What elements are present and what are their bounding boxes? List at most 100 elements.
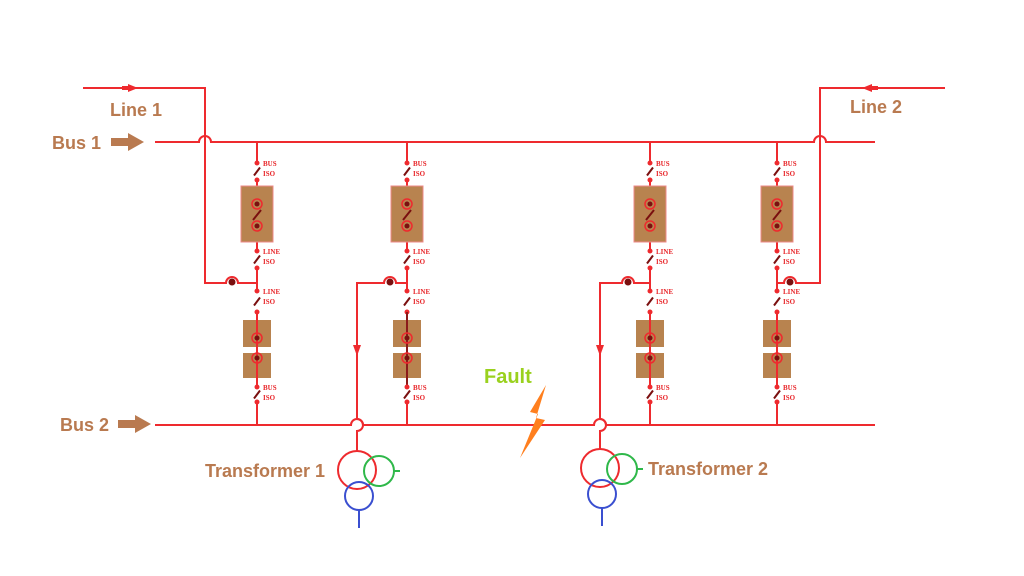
- bus2-arrow-icon: [118, 415, 151, 433]
- bay1-upper-breaker: [240, 185, 274, 243]
- bus1-label: Bus 1: [52, 133, 101, 153]
- bay4-breaker-terminal: [774, 355, 780, 361]
- bay1-lower-line-isolator-contact: [254, 288, 260, 294]
- bay3-upper-line-isolator-label: LINE: [656, 248, 673, 256]
- transformer1-primary-winding: [337, 450, 377, 490]
- bay2-upper-line-isolator-label: ISO: [413, 258, 426, 266]
- transformers: [337, 448, 643, 528]
- bay3-upper-line-isolator-label: ISO: [656, 258, 669, 266]
- line2-direction-arrow-icon: [862, 84, 872, 92]
- bay3-upper-bus-isolator-label: BUS: [656, 160, 670, 168]
- bay2-upper-line-isolator-blade: [403, 254, 411, 265]
- bus1-arrow-icon: [111, 133, 144, 151]
- bay1-lower-bus-isolator-label: BUS: [263, 384, 277, 392]
- bay1-upper-line-isolator-contact: [254, 265, 260, 271]
- bay4-lower-bus-isolator-contact: [774, 384, 780, 390]
- bay3-upper-line-isolator-blade: [646, 254, 654, 265]
- bay3-breaker-terminal: [647, 201, 653, 207]
- bay4-breaker-terminal: [771, 332, 783, 344]
- bay4-lower-line-isolator-label: ISO: [783, 298, 796, 306]
- bay2-upper-line-isolator-contact: [404, 265, 410, 271]
- bay3-breaker-blade: [645, 209, 655, 221]
- bay2-lower-bus-isolator-blade: [403, 389, 411, 400]
- bay1-upper-line-isolator-label: LINE: [263, 248, 280, 256]
- bay3-upper-line-isolator-contact: [647, 248, 653, 254]
- bay2-upper-bus-isolator-label: ISO: [413, 170, 426, 178]
- bay2-lower-line-isolator-label: ISO: [413, 298, 426, 306]
- bay1-breaker-terminal: [251, 352, 263, 364]
- bay3-lower-line-isolator-label: ISO: [656, 298, 669, 306]
- bay4-upper-line-isolator-label: ISO: [783, 258, 796, 266]
- bay4-upper-line-isolator-contact: [774, 248, 780, 254]
- transformer2-label: Transformer 2: [648, 459, 768, 479]
- bay3-breaker-terminal: [644, 352, 656, 364]
- bay2-lower-bus-isolator-contact: [404, 399, 410, 405]
- bay4-lower-bus-isolator-blade: [773, 389, 781, 400]
- bay1-breaker-terminal: [251, 332, 263, 344]
- bay2-lower-bus-isolator-contact: [404, 384, 410, 390]
- bay2-upper-line-isolator-contact: [404, 248, 410, 254]
- bay3-lower-bus-isolator-contact: [647, 384, 653, 390]
- line1-direction-arrow-icon: [128, 84, 138, 92]
- bay3-lower-bus-isolator-label: BUS: [656, 384, 670, 392]
- tap-point: [386, 278, 394, 286]
- bay3-lower-bus-isolator-label: ISO: [656, 394, 669, 402]
- transformer2-feeder: [599, 276, 650, 449]
- bay1-breaker-terminal: [254, 355, 260, 361]
- bay1-lower-bus-isolator-label: ISO: [263, 394, 276, 402]
- bay4-breaker-terminal: [771, 220, 783, 232]
- bay4-upper-bus-isolator-label: BUS: [783, 160, 797, 168]
- bay3-breaker-terminal: [644, 332, 656, 344]
- bus2-label: Bus 2: [60, 415, 109, 435]
- line1-direction-marker: [122, 86, 130, 90]
- bay1-lower-bus-isolator-contact: [254, 384, 260, 390]
- fault-lightning-icon: [520, 385, 546, 458]
- line1-label: Line 1: [110, 100, 162, 120]
- bay3-lower-line-isolator-label: LINE: [656, 288, 673, 296]
- tap-point: [228, 278, 236, 286]
- bay2-breaker-terminal: [404, 223, 410, 229]
- bay2-upper-bus-isolator-label: BUS: [413, 160, 427, 168]
- bay2-breaker-terminal: [404, 201, 410, 207]
- bay1-upper-bus-isolator-contact: [254, 177, 260, 183]
- bay4-breaker-terminal: [771, 352, 783, 364]
- bay1-upper-bus-isolator-label: BUS: [263, 160, 277, 168]
- bay1-upper-bus-isolator-contact: [254, 160, 260, 166]
- transformer2-primary-winding: [580, 448, 620, 488]
- bay4-lower-bus-isolator-label: ISO: [783, 394, 796, 402]
- bay2-breaker-terminal: [401, 352, 413, 364]
- bay2-lower-line-isolator-blade: [403, 296, 411, 307]
- bay3-lower-line-isolator-blade: [646, 296, 654, 307]
- line1-conductor: [83, 87, 257, 284]
- bay1-breaker-blade: [252, 209, 262, 221]
- bay2-breaker-terminal: [404, 355, 410, 361]
- bay3-lower-line-isolator-contact: [647, 288, 653, 294]
- bay3-lower-bus-isolator-contact: [647, 399, 653, 405]
- bay4-breaker-terminal: [774, 223, 780, 229]
- tap-point: [786, 278, 794, 286]
- bay3-upper-bus-isolator-blade: [646, 166, 654, 177]
- bay2-breaker-terminal: [401, 198, 413, 210]
- transformer1-secondary-winding: [363, 455, 395, 487]
- transformer2-flow-arrow-icon: [596, 345, 604, 356]
- bay2-upper-bus-isolator-blade: [403, 166, 411, 177]
- bay4-lower-line-isolator-label: LINE: [783, 288, 800, 296]
- bay4-upper-line-isolator-contact: [774, 265, 780, 271]
- bay4-upper-bus-isolator-contact: [774, 177, 780, 183]
- bay1-lower-line-isolator-blade: [253, 296, 261, 307]
- transformer1-flow-arrow-icon: [353, 345, 361, 356]
- bus2-conductor: [155, 418, 875, 426]
- fault-label: Fault: [484, 366, 532, 388]
- bay2-lower-bus-isolator-label: BUS: [413, 384, 427, 392]
- bay2-breaker-terminal: [401, 220, 413, 232]
- bay1-lower-bus-isolator-contact: [254, 399, 260, 405]
- bay3-upper-bus-isolator-contact: [647, 160, 653, 166]
- transformer2-tertiary-winding: [587, 479, 617, 509]
- bay4-breaker-terminal: [771, 198, 783, 210]
- bay2-lower-line-isolator-contact: [404, 288, 410, 294]
- bay2-lower-bus-isolator-label: ISO: [413, 394, 426, 402]
- bay4-upper-line-isolator-label: LINE: [783, 248, 800, 256]
- bay1-lower-line-isolator-label: ISO: [263, 298, 276, 306]
- bay1-upper-bus-isolator-label: ISO: [263, 170, 276, 178]
- bay3-lower-bus-isolator-blade: [646, 389, 654, 400]
